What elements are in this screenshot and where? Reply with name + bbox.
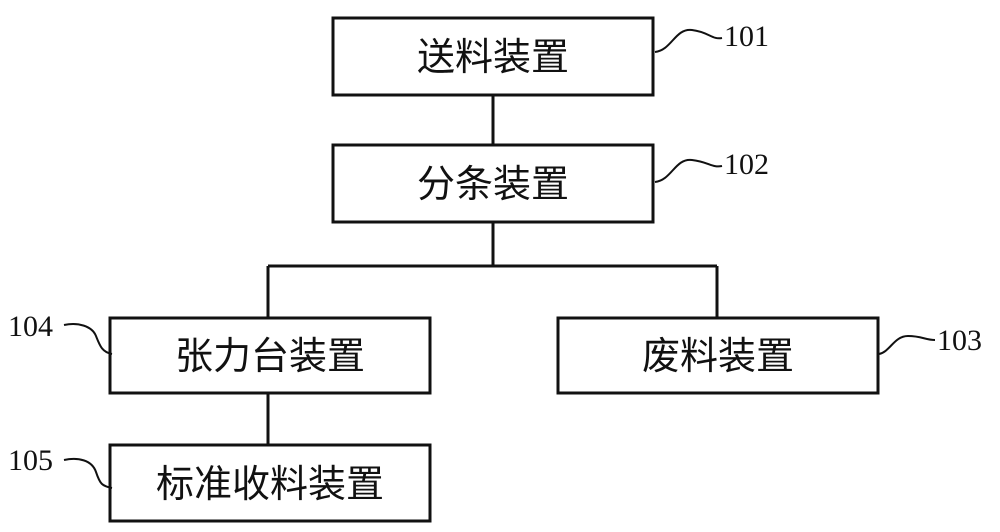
slitting-device-box (331, 143, 655, 224)
ref-103: 103 (937, 324, 982, 357)
leader-103 (878, 334, 936, 355)
leader-104 (63, 323, 113, 355)
slitting-device-label: 分条装置 (417, 162, 569, 206)
waste-device-label: 废料装置 (642, 334, 794, 378)
tension-device-box (108, 316, 432, 395)
feeding-device-box (331, 16, 655, 97)
leader-105 (63, 457, 113, 489)
ref-104: 104 (8, 310, 53, 343)
waste-device-box (556, 316, 880, 395)
collecting-device-box (108, 443, 432, 523)
ref-102: 102 (724, 148, 769, 181)
tension-device-label: 张力台装置 (175, 334, 365, 378)
feeding-device-label: 送料装置 (417, 35, 569, 79)
ref-101: 101 (724, 20, 769, 53)
leader-101 (654, 28, 723, 53)
collecting-device-label: 标准收料装置 (156, 462, 384, 506)
ref-105: 105 (8, 444, 53, 477)
leader-102 (654, 158, 723, 183)
